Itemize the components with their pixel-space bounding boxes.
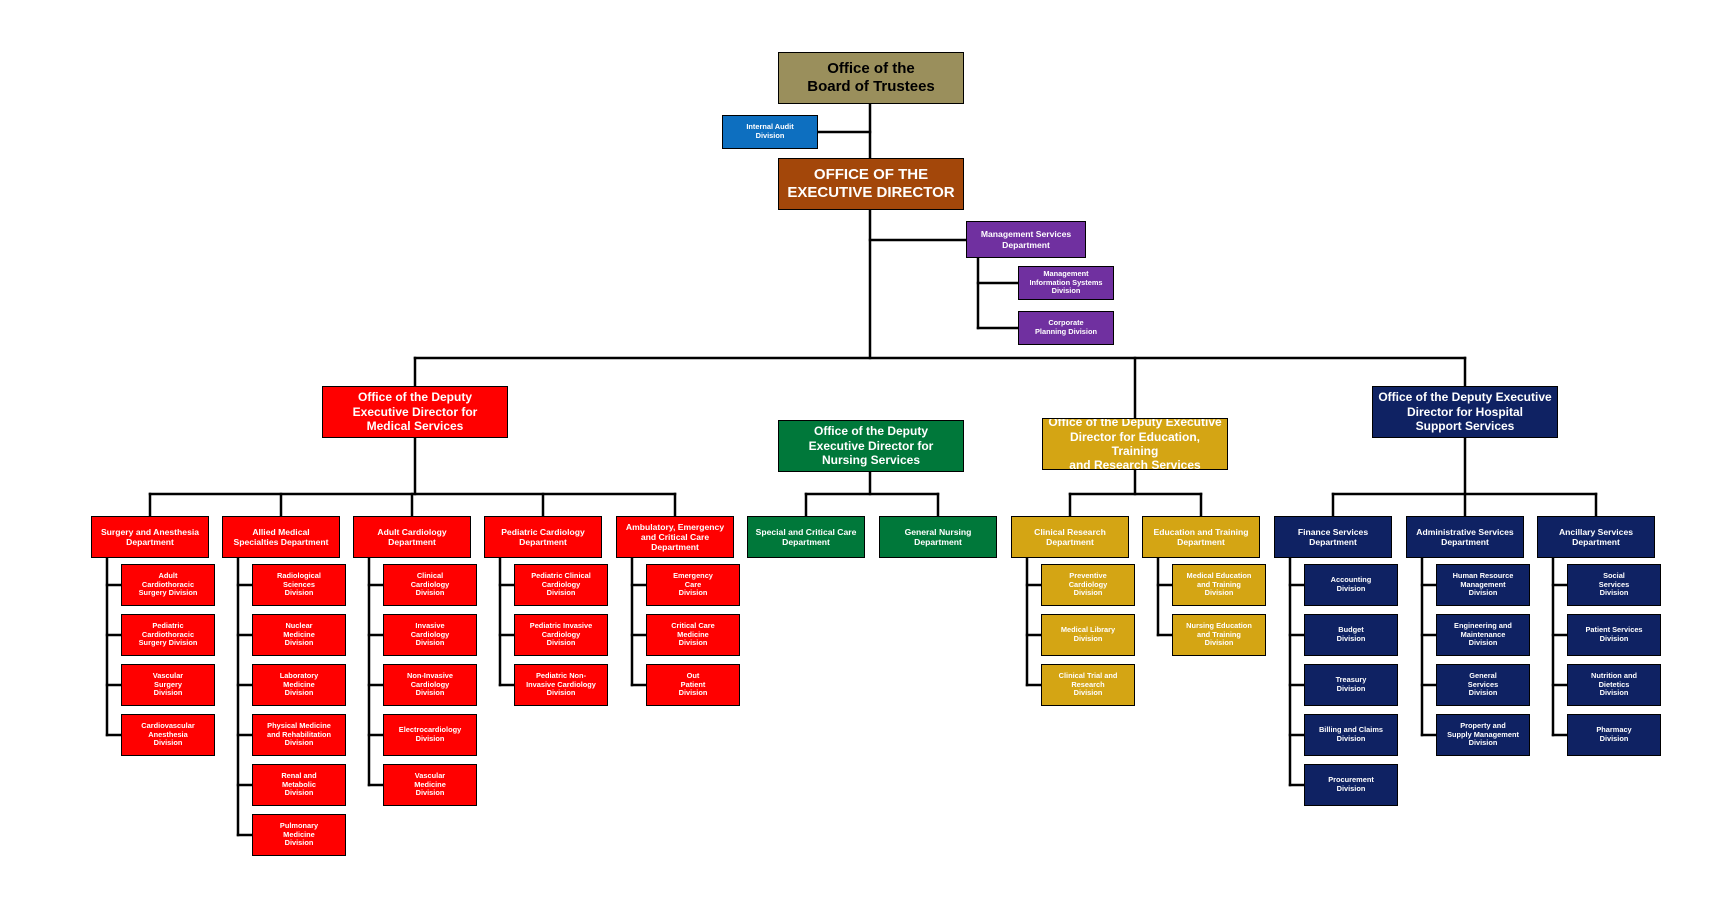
mis-division-box: Management Information Systems Division [1018, 266, 1114, 300]
medical-department-box: Ambulatory, Emergency and Critical Care … [616, 516, 734, 558]
medical-division-box: Out Patient Division [646, 664, 740, 706]
support-division-box: Property and Supply Management Division [1436, 714, 1530, 756]
support-division-box: Budget Division [1304, 614, 1398, 656]
medical-division-box: Pediatric Clinical Cardiology Division [514, 564, 608, 606]
support-department-box: Finance Services Department [1274, 516, 1392, 558]
medical-division-box: Critical Care Medicine Division [646, 614, 740, 656]
medical-division-box: Cardiovascular Anesthesia Division [121, 714, 215, 756]
education-division-box: Medical Education and Training Division [1172, 564, 1266, 606]
medical-division-box: Pediatric Cardiothoracic Surgery Divisio… [121, 614, 215, 656]
medical-division-box: Pediatric Invasive Cardiology Division [514, 614, 608, 656]
education-division-box: Medical Library Division [1041, 614, 1135, 656]
support-division-box: Social Services Division [1567, 564, 1661, 606]
medical-division-box: Pulmonary Medicine Division [252, 814, 346, 856]
support-division-box: Engineering and Maintenance Division [1436, 614, 1530, 656]
corporate-planning-box: Corporate Planning Division [1018, 311, 1114, 345]
support-services-office-box: Office of the Deputy Executive Director … [1372, 386, 1558, 438]
medical-division-box: Emergency Care Division [646, 564, 740, 606]
education-division-box: Nursing Education and Training Division [1172, 614, 1266, 656]
medical-department-box: Pediatric Cardiology Department [484, 516, 602, 558]
board-of-trustees-box: Office of the Board of Trustees [778, 52, 964, 104]
education-division-box: Clinical Trial and Research Division [1041, 664, 1135, 706]
support-division-box: Patient Services Division [1567, 614, 1661, 656]
medical-division-box: Vascular Surgery Division [121, 664, 215, 706]
nursing-services-office-box: Office of the Deputy Executive Director … [778, 420, 964, 472]
support-department-box: Administrative Services Department [1406, 516, 1524, 558]
support-division-box: Billing and Claims Division [1304, 714, 1398, 756]
support-division-box: Nutrition and Dietetics Division [1567, 664, 1661, 706]
education-department-box: Clinical Research Department [1011, 516, 1129, 558]
medical-division-box: Vascular Medicine Division [383, 764, 477, 806]
executive-director-box: OFFICE OF THE EXECUTIVE DIRECTOR [778, 158, 964, 210]
support-department-box: Ancillary Services Department [1537, 516, 1655, 558]
nursing-department-box: Special and Critical Care Department [747, 516, 865, 558]
medical-division-box: Renal and Metabolic Division [252, 764, 346, 806]
education-department-box: Education and Training Department [1142, 516, 1260, 558]
support-division-box: Treasury Division [1304, 664, 1398, 706]
medical-division-box: Pediatric Non- Invasive Cardiology Divis… [514, 664, 608, 706]
support-division-box: Procurement Division [1304, 764, 1398, 806]
nursing-department-box: General Nursing Department [879, 516, 997, 558]
medical-division-box: Radiological Sciences Division [252, 564, 346, 606]
medical-division-box: Electrocardiology Division [383, 714, 477, 756]
medical-division-box: Laboratory Medicine Division [252, 664, 346, 706]
medical-division-box: Non-Invasive Cardiology Division [383, 664, 477, 706]
education-services-office-box: Office of the Deputy Executive Director … [1042, 418, 1228, 470]
medical-division-box: Clinical Cardiology Division [383, 564, 477, 606]
management-services-box: Management Services Department [966, 221, 1086, 258]
medical-services-office-box: Office of the Deputy Executive Director … [322, 386, 508, 438]
medical-division-box: Adult Cardiothoracic Surgery Division [121, 564, 215, 606]
medical-department-box: Adult Cardiology Department [353, 516, 471, 558]
medical-division-box: Nuclear Medicine Division [252, 614, 346, 656]
support-division-box: General Services Division [1436, 664, 1530, 706]
support-division-box: Human Resource Management Division [1436, 564, 1530, 606]
education-division-box: Preventive Cardiology Division [1041, 564, 1135, 606]
medical-division-box: Physical Medicine and Rehabilitation Div… [252, 714, 346, 756]
medical-department-box: Allied Medical Specialties Department [222, 516, 340, 558]
support-division-box: Pharmacy Division [1567, 714, 1661, 756]
medical-department-box: Surgery and Anesthesia Department [91, 516, 209, 558]
support-division-box: Accounting Division [1304, 564, 1398, 606]
medical-division-box: Invasive Cardiology Division [383, 614, 477, 656]
internal-audit-box: Internal Audit Division [722, 115, 818, 149]
